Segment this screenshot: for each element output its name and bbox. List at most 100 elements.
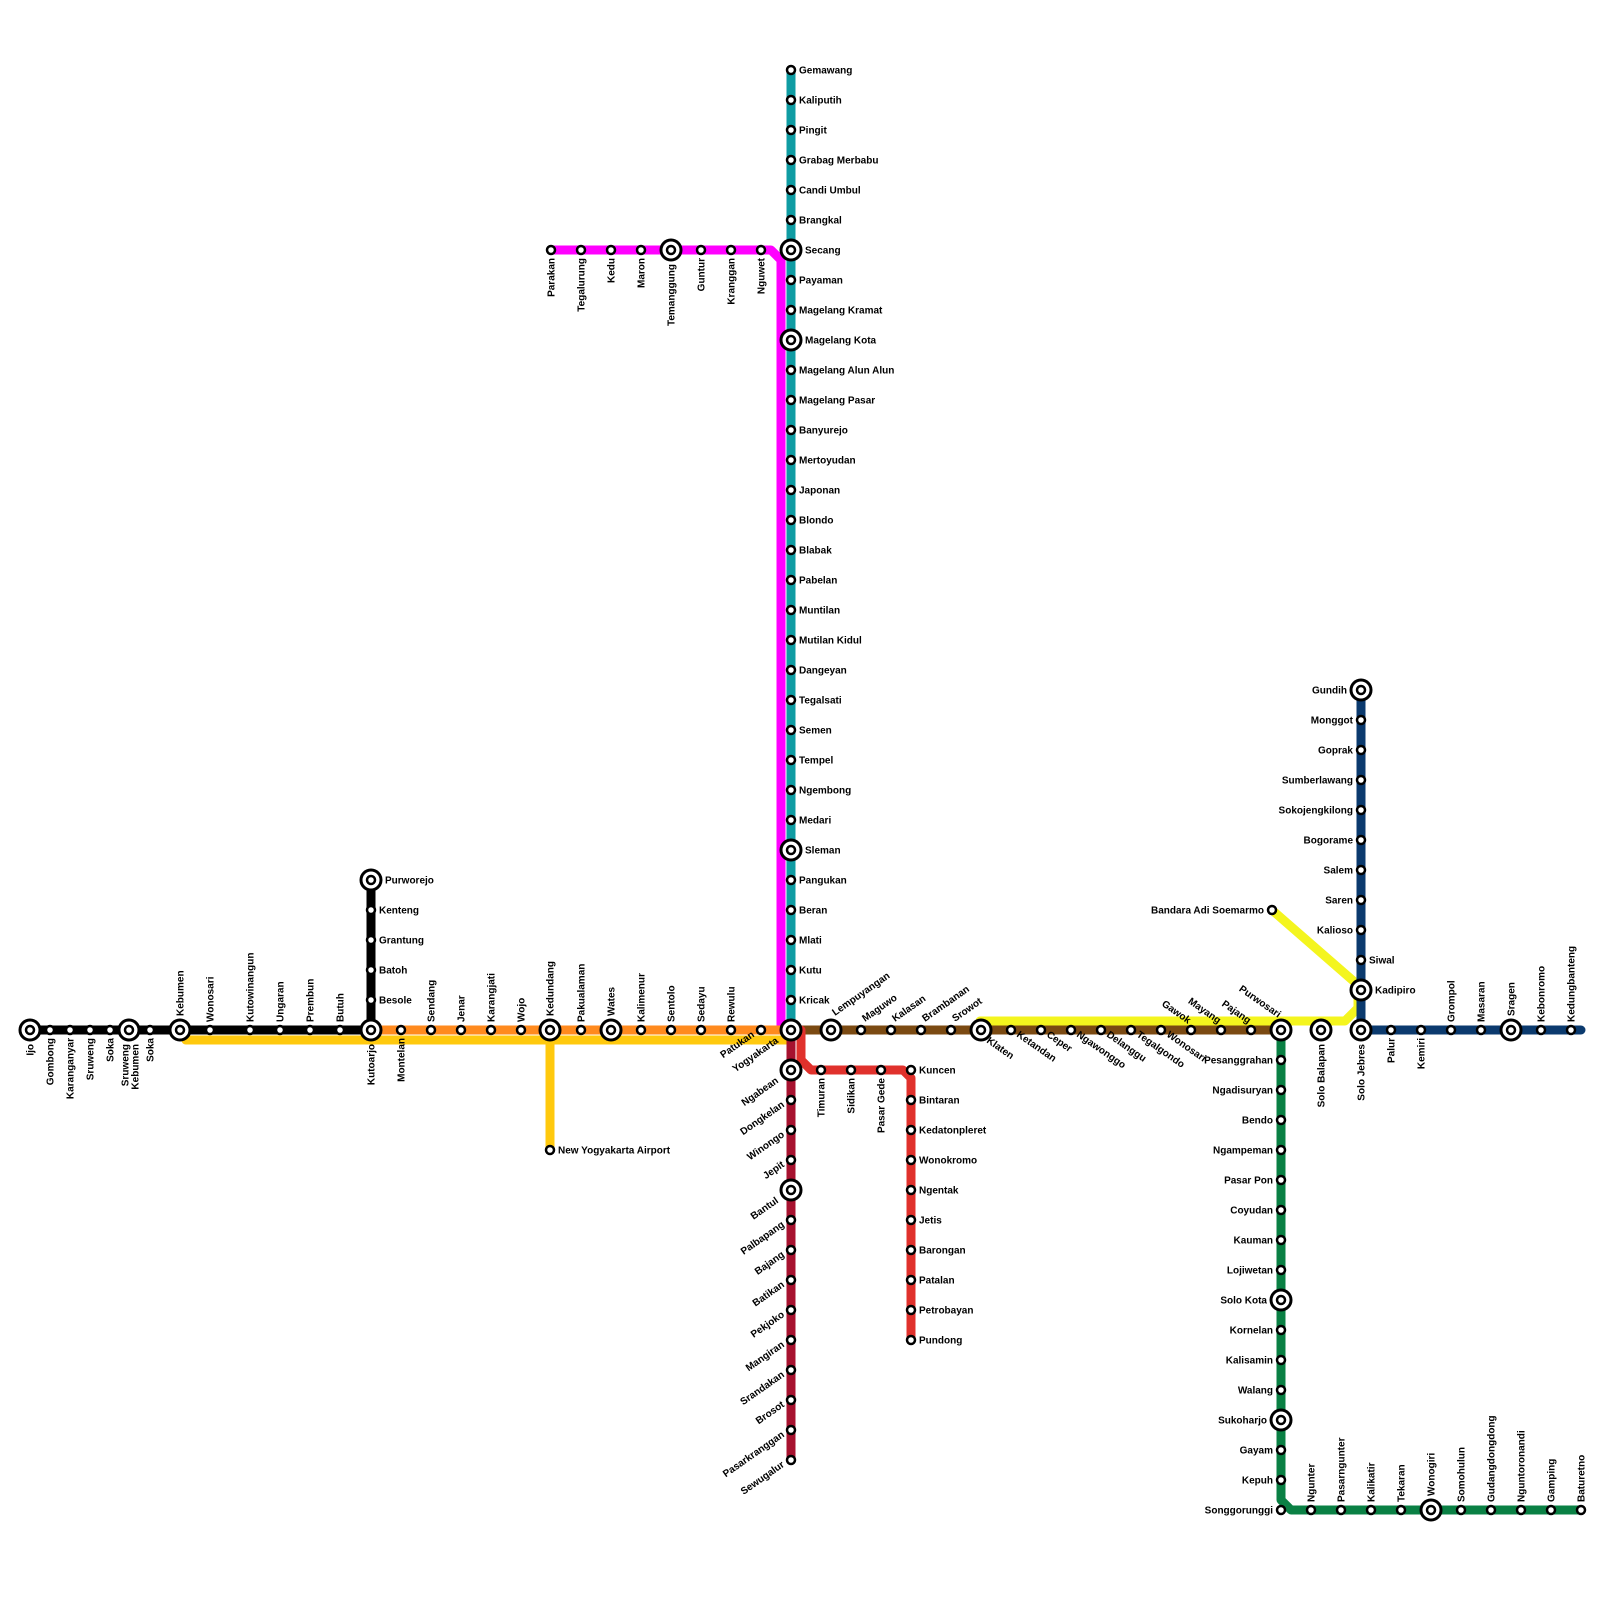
label-sukoharjo: Sukoharjo <box>1218 1416 1267 1427</box>
stop-candi-umbul <box>785 184 797 196</box>
label-kedu: Kedu <box>607 258 618 283</box>
stop-gawok <box>1185 1024 1197 1036</box>
stop-magelang-kramat <box>785 304 797 316</box>
label-kedungbanteng: Kedungbanteng <box>1567 946 1578 1022</box>
label-part-sruweng-kebumen: Kebumen <box>131 1044 142 1090</box>
label-sedayu: Sedayu <box>697 986 708 1022</box>
hub-core-solo-balapan <box>1315 1024 1327 1036</box>
stop-kemiri <box>1415 1024 1427 1036</box>
label-winongo: Winongo <box>745 1129 786 1162</box>
label-wonosari-w: Wonosari <box>206 976 217 1022</box>
label-payaman: Payaman <box>799 276 843 287</box>
stop-pakualaman <box>575 1024 587 1036</box>
hub-core-wonogiri <box>1425 1504 1437 1516</box>
label-pekjoko: Pekjoko <box>749 1309 787 1340</box>
label-montelan: Montelan <box>397 1038 408 1082</box>
label-timuran: Timuran <box>817 1078 828 1117</box>
label-coyudan: Coyudan <box>1230 1206 1273 1217</box>
label-walang: Walang <box>1238 1386 1273 1397</box>
label-karangjati: Karangjati <box>487 973 498 1022</box>
hub-core-gundih <box>1355 684 1367 696</box>
stop-gayam <box>1275 1444 1287 1456</box>
stop-maron <box>635 244 647 256</box>
stop-pajang <box>1245 1024 1257 1036</box>
label-ngunter: Ngunter <box>1307 1464 1318 1502</box>
stop-ungaran <box>274 1024 286 1036</box>
label-guntur: Guntur <box>697 258 708 291</box>
hub-core-yogyakarta <box>785 1024 797 1036</box>
label-sumberlawang: Sumberlawang <box>1282 776 1353 787</box>
label-bantul: Bantul <box>749 1195 781 1222</box>
stop-kebonromo <box>1535 1024 1547 1036</box>
label-magelang-pasar: Magelang Pasar <box>799 396 875 407</box>
label-monggot: Monggot <box>1311 716 1354 727</box>
stop-dongkelan <box>785 1094 797 1106</box>
stop-new-yia <box>544 1144 556 1156</box>
stop-saren <box>1355 894 1367 906</box>
stop-kedatonpleret <box>905 1124 917 1136</box>
stop-wonokromo <box>905 1154 917 1166</box>
stop-kalisamin <box>1275 1354 1287 1366</box>
stop-sewugalur <box>785 1454 797 1466</box>
label-tekaran: Tekaran <box>1397 1464 1408 1502</box>
stop-sokojengkilong <box>1355 804 1367 816</box>
stop-jetis <box>905 1214 917 1226</box>
label-soka-1: Soka <box>106 1038 117 1062</box>
label-bajang: Bajang <box>753 1249 787 1277</box>
label-kornelan: Kornelan <box>1230 1326 1273 1337</box>
label-pundong: Pundong <box>919 1336 962 1347</box>
label-sragen: Sragen <box>1507 982 1518 1016</box>
stop-soka-1 <box>104 1024 116 1036</box>
stop-siwal <box>1355 954 1367 966</box>
stop-semen <box>785 724 797 736</box>
stop-japonan <box>785 484 797 496</box>
stop-kauman <box>1275 1234 1287 1246</box>
stop-kalioso <box>1355 924 1367 936</box>
stop-mangiran <box>785 1334 797 1346</box>
label-pasarngunter: Pasarngunter <box>1337 1437 1348 1502</box>
label-medari: Medari <box>799 816 831 827</box>
label-barongan: Barongan <box>919 1246 966 1257</box>
stop-wojo <box>515 1024 527 1036</box>
hub-core-ijo <box>24 1024 36 1036</box>
stop-kedungbanteng <box>1565 1024 1577 1036</box>
stop-sentolo <box>665 1024 677 1036</box>
label-sruweng-1: Sruweng <box>86 1038 97 1080</box>
stop-tekaran <box>1395 1504 1407 1516</box>
stop-pasar-gede <box>875 1064 887 1076</box>
label-wonogiri: Wonogiri <box>1427 1453 1438 1496</box>
stop-ngunter <box>1305 1504 1317 1516</box>
stop-patalan <box>905 1274 917 1286</box>
label-jenar: Jenar <box>457 995 468 1022</box>
stop-pundong <box>905 1334 917 1346</box>
stop-magelang-pasar <box>785 394 797 406</box>
stop-kuncen <box>905 1064 917 1076</box>
label-lojiwetan: Lojiwetan <box>1227 1266 1273 1277</box>
stop-mlati <box>785 934 797 946</box>
label-semen: Semen <box>799 726 832 737</box>
label-brangkal: Brangkal <box>799 216 842 227</box>
stop-batoh <box>365 964 377 976</box>
label-kalisamin: Kalisamin <box>1226 1356 1273 1367</box>
stop-delanggu <box>1095 1024 1107 1036</box>
stop-bogorame <box>1355 834 1367 846</box>
hub-core-sukoharjo <box>1275 1414 1287 1426</box>
hub-core-purworejo <box>365 874 377 886</box>
stop-tegalgondo <box>1125 1024 1137 1036</box>
label-kalioso: Kalioso <box>1317 926 1353 937</box>
stop-magelang-alun-alun <box>785 364 797 376</box>
stop-muntilan <box>785 604 797 616</box>
label-secang: Secang <box>805 246 841 257</box>
stop-mayang <box>1215 1024 1227 1036</box>
label-gudangdongdong: Gudangdongdong <box>1487 1415 1498 1502</box>
stop-kutowinangun <box>244 1024 256 1036</box>
label-klaten: Klaten <box>984 1035 1015 1062</box>
label-purworejo: Purworejo <box>385 876 434 887</box>
label-blabak: Blabak <box>799 546 832 557</box>
stop-bendo <box>1275 1114 1287 1126</box>
label-parakan: Parakan <box>547 258 558 297</box>
label-solo-kota: Solo Kota <box>1220 1296 1267 1307</box>
stop-parakan <box>545 244 557 256</box>
label-sentolo: Sentolo <box>667 985 678 1022</box>
label-kutowinangun: Kutowinangun <box>246 953 257 1022</box>
